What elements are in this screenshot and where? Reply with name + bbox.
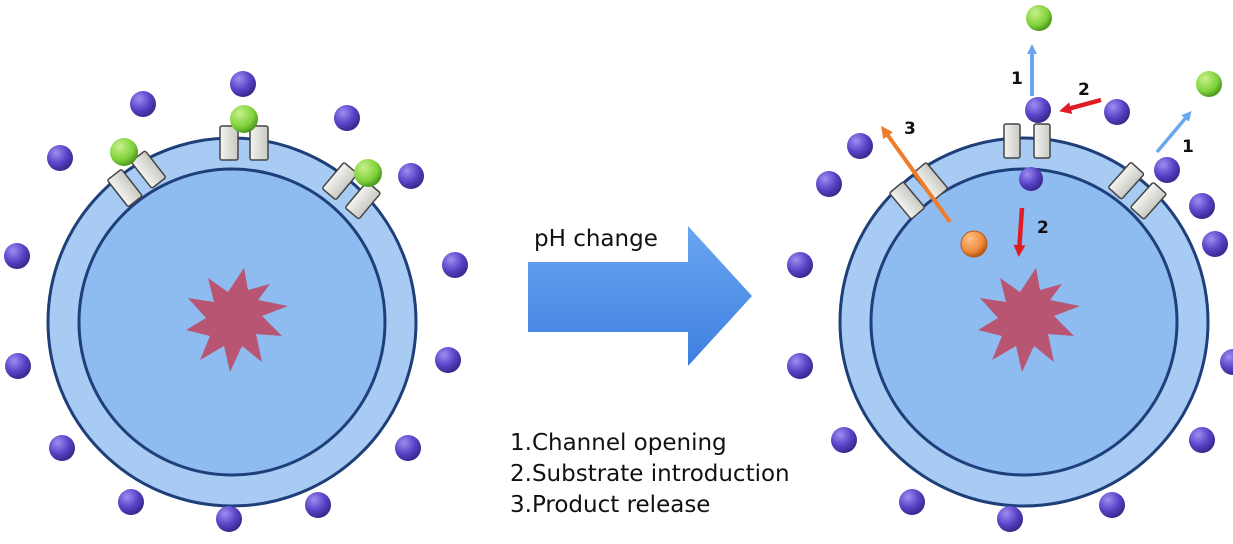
step-number-label: 3 — [904, 119, 916, 139]
purple-molecule-icon — [899, 489, 925, 515]
green-gate-ligand-icon — [110, 138, 138, 166]
green-gate-ligand-icon — [354, 159, 382, 187]
steps-legend: 1.Channel opening 2.Substrate introducti… — [510, 428, 790, 521]
starburst-catalyst-icon — [978, 268, 1080, 372]
channel-gate-icon — [1108, 162, 1167, 220]
starburst-catalyst-icon — [186, 268, 288, 372]
purple-molecule-icon — [1019, 167, 1043, 191]
purple-molecule-icon — [305, 492, 331, 518]
purple-molecule-icon — [130, 91, 156, 117]
purple-molecule-icon — [49, 435, 75, 461]
purple-molecule-icon — [1220, 349, 1233, 375]
purple-molecule-icon — [118, 489, 144, 515]
channel-gate-icon — [322, 162, 381, 220]
orange-product-icon — [960, 230, 988, 258]
purple-molecule-icon — [831, 427, 857, 453]
step-number-label: 2 — [1078, 80, 1090, 100]
block-arrow-icon — [528, 226, 752, 366]
purple-molecule-icon — [4, 243, 30, 269]
substrate-introduction-arrow — [1059, 97, 1102, 114]
purple-molecule-icon — [1025, 97, 1051, 123]
step-number-label: 2 — [1037, 218, 1049, 238]
purple-molecule-icon — [1154, 157, 1180, 183]
closed-nanoreactor — [4, 71, 468, 532]
purple-molecule-icon — [398, 163, 424, 189]
purple-molecule-icon — [230, 71, 256, 97]
substrate-introduction-arrow — [1013, 207, 1026, 257]
purple-molecule-icon — [847, 133, 873, 159]
purple-molecule-icon — [787, 353, 813, 379]
purple-molecule-icon — [1189, 193, 1215, 219]
purple-molecules — [4, 71, 468, 532]
product-release-arrow — [881, 125, 952, 224]
step-number-label: 1 — [1182, 137, 1194, 157]
purple-molecule-icon — [1099, 492, 1125, 518]
purple-molecule-icon — [787, 252, 813, 278]
purple-molecule-icon — [435, 347, 461, 373]
purple-molecule-icon — [395, 435, 421, 461]
purple-molecule-icon — [1202, 231, 1228, 257]
step-number-label: 1 — [1011, 69, 1023, 89]
purple-molecule-icon — [997, 506, 1023, 532]
green-gate-ligand-icon — [1196, 71, 1222, 97]
purple-molecule-icon — [1189, 427, 1215, 453]
purple-molecule-icon — [216, 506, 242, 532]
purple-molecule-icon — [334, 105, 360, 131]
purple-molecule-icon — [1104, 99, 1130, 125]
green-gate-ligand-icon — [230, 105, 258, 133]
legend-item-product-release: 3.Product release — [510, 492, 711, 518]
legend-item-channel-opening: 1.Channel opening — [510, 430, 727, 456]
channel-gate-icon — [889, 162, 948, 220]
ph-change-label: pH change — [534, 226, 658, 252]
legend-item-substrate-introduction: 2.Substrate introduction — [510, 461, 790, 487]
channel-gate-icon — [107, 150, 166, 207]
purple-molecule-icon — [47, 145, 73, 171]
purple-molecule-icon — [816, 171, 842, 197]
green-gate-ligand-icon — [1026, 5, 1052, 31]
purple-molecule-icon — [442, 252, 468, 278]
channel-gate-icon — [1003, 123, 1051, 159]
purple-molecule-icon — [5, 353, 31, 379]
open-nanoreactor: 1 2 1 2 3 — [787, 5, 1233, 532]
channel-opening-arrow — [1155, 110, 1192, 154]
channel-gate-icon — [219, 125, 269, 161]
purple-molecules — [787, 97, 1233, 532]
